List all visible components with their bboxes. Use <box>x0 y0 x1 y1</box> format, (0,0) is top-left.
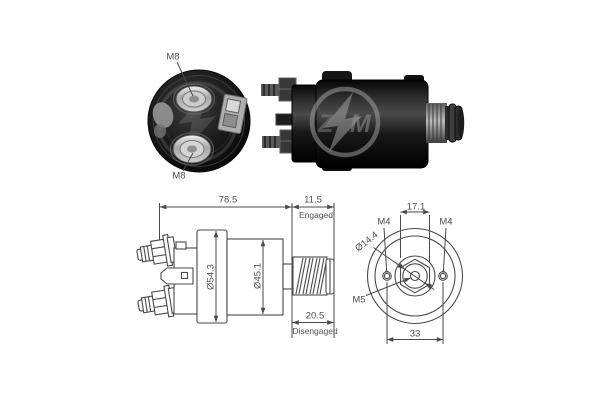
label-m4-right: M4 <box>439 216 453 228</box>
label-m8-top: M8 <box>166 51 180 63</box>
drawing-bolt-top <box>136 233 178 267</box>
label-m5: M5 <box>352 294 366 306</box>
label-overall-length: 78.5 <box>218 194 238 206</box>
label-hex-width: 17.1 <box>406 201 426 213</box>
drawing-spade-hole <box>180 271 189 280</box>
arrow-plunger-diameter-upper <box>397 263 405 270</box>
end-center-stud-hole <box>409 270 421 282</box>
label-flange-diameter: Ø54.3 <box>205 264 217 290</box>
end-m4-thread-right <box>439 272 447 280</box>
label-disengaged-travel: 20.5 <box>305 310 325 322</box>
watermark-circle-icon <box>309 86 381 158</box>
terminal-washer-top <box>172 83 216 115</box>
end-outer-circle <box>366 227 464 325</box>
leader-m4-right <box>442 227 447 271</box>
drawing-cap-step <box>175 241 187 250</box>
end-view-drawing <box>366 227 464 325</box>
leader-m5 <box>365 277 411 296</box>
watermark-bolt-left-icon <box>178 92 216 150</box>
end-m4-thread-left <box>383 272 391 280</box>
label-hole-spacing: 33 <box>409 328 421 340</box>
drawing-spring-coils <box>295 257 328 295</box>
drawing-bolt-bottom <box>137 284 179 318</box>
drawing-spade-terminal <box>160 267 194 285</box>
terminal-bottom-stud <box>187 145 197 153</box>
spade-connector-photo <box>217 93 248 134</box>
terminal-top-stud <box>189 95 199 103</box>
watermark-letter-z: Z <box>317 110 335 138</box>
label-engaged-caption: Engaged <box>298 209 334 220</box>
watermark-lightning-bolt-icon <box>323 92 362 152</box>
arrow-m5 <box>404 277 411 283</box>
label-engaged-travel: 11.5 <box>304 194 322 206</box>
arrow-plunger-diameter-lower <box>425 282 433 289</box>
side-photo-terminal-top <box>261 77 297 102</box>
side-photo-plunger <box>426 103 465 143</box>
end-view-dimensions <box>365 209 447 344</box>
side-photo-spade-terminal <box>275 113 295 126</box>
label-m4-left: M4 <box>377 216 391 228</box>
zm-watermark: Z M <box>309 86 381 158</box>
watermark-letter-m: M <box>350 110 372 138</box>
cap-rim-line <box>153 75 245 167</box>
side-photo: Z M <box>261 71 465 171</box>
label-disengaged-caption: Disengaged <box>292 325 338 336</box>
front-photo <box>147 61 251 173</box>
cap-side-lug <box>152 102 174 128</box>
label-m8-bottom: M8 <box>172 170 186 182</box>
leader-m8-bottom <box>182 152 194 172</box>
end-ring-circle <box>374 235 456 317</box>
leader-dot-right <box>442 270 445 273</box>
side-view-drawing <box>136 229 335 324</box>
cap-side-lug-lower <box>154 124 166 138</box>
terminal-washer-bottom <box>169 132 215 166</box>
side-view-dimensions <box>159 203 335 338</box>
end-plunger-bore-circle <box>402 263 428 289</box>
leader-m8-top <box>176 61 194 97</box>
side-photo-cap <box>291 84 320 163</box>
leader-m4-left <box>383 227 388 271</box>
end-boss-circle <box>394 255 436 297</box>
label-body-diameter: Ø45.1 <box>252 263 264 289</box>
leader-dot-left <box>385 270 388 273</box>
